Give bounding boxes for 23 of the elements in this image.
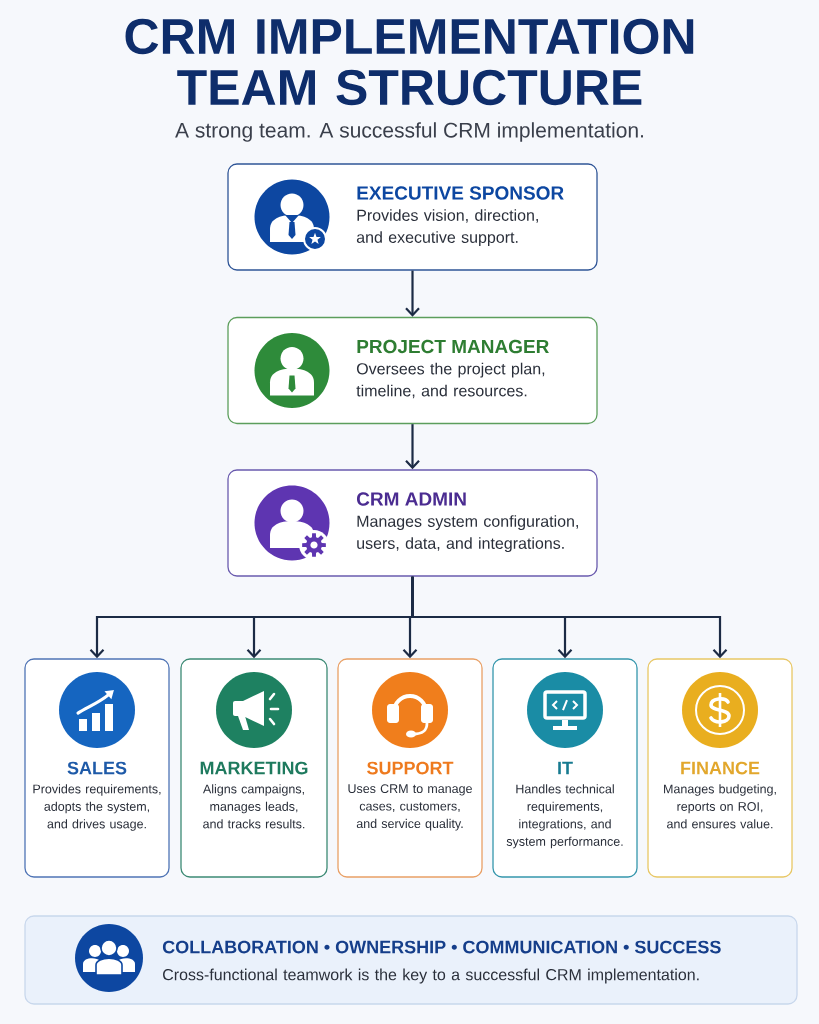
role-description: Manages budgeting, reports on ROI, and ensures value. [664,784,776,829]
role-title: MARKETING [200,761,308,775]
role-description: Manages system configuration, users, data, and integrations. [357,515,578,553]
role-description: Provides requirements, adopts the system, and drives usage. [33,784,161,831]
title: CRM IMPLEMENTATION TEAM STRUCTURE [125,18,694,106]
role-title: PROJECT MANAGER [357,339,549,354]
subtitle: A strong team. A successful CRM implementation. [175,122,643,142]
role-description: Provides vision, direction, and executive support. [356,209,538,247]
role-description: Aligns campaigns, manages leads, and tracks results. [202,784,305,829]
banner-heading: COLLABORATION • OWNERSHIP • COMMUNICATION • SUCCESS [162,940,721,954]
role-title: FINANCE [681,761,760,775]
arrow [411,576,728,659]
role-description: Oversees the project plan, timeline, and resources. [356,362,545,399]
role-title: SALES [67,761,127,775]
banner-text: Cross-functional teamwork is the key to a successful CRM implementation. [163,968,699,984]
role-title: IT [558,761,573,775]
role-title: SUPPORT [367,761,454,775]
role-title: EXECUTIVE SPONSOR [357,186,564,200]
role-title: CRM ADMIN [357,492,466,506]
arrow [405,270,420,317]
arrow [405,424,420,470]
role-description: Handles technical requirements, integrations, and system performance. [506,784,623,849]
role-description: Uses CRM to manage cases, customers, and service quality. [348,784,472,831]
